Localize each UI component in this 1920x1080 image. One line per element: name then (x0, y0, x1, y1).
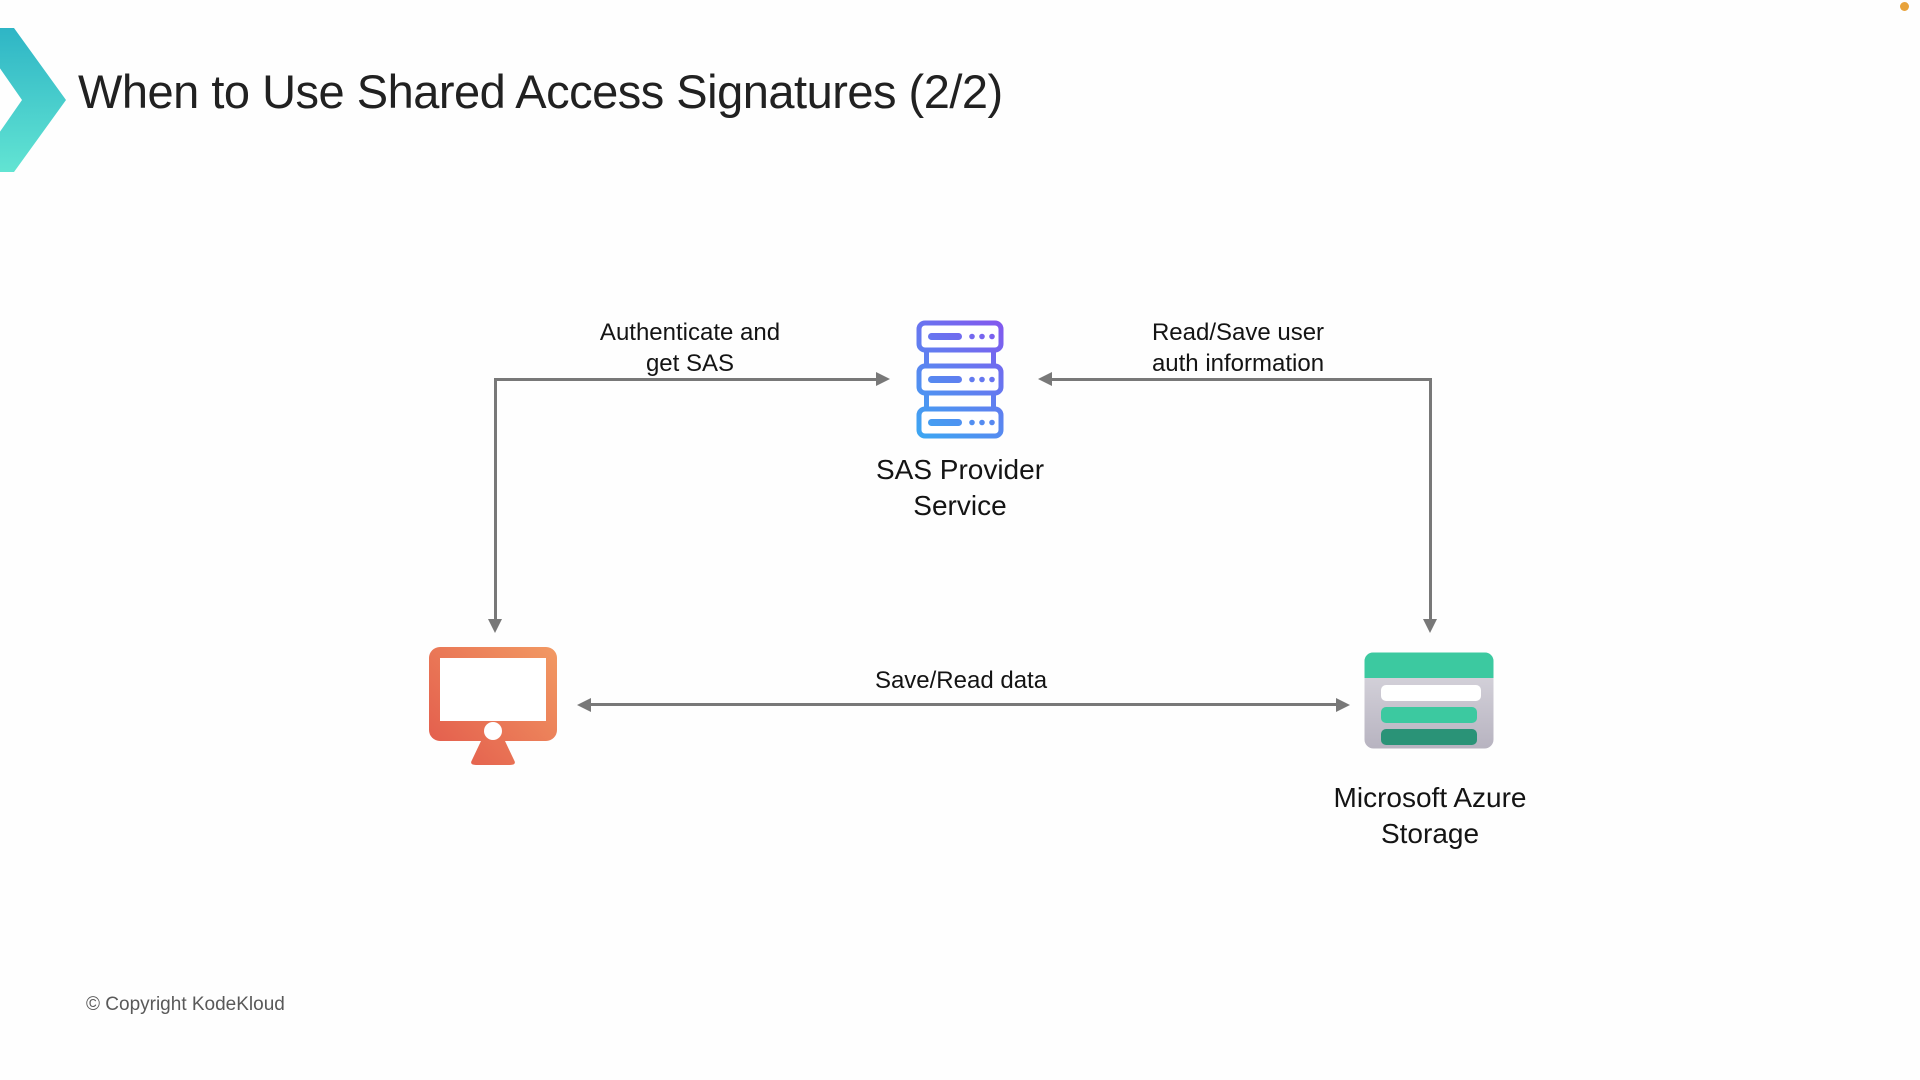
sas-provider-label-line2: Service (913, 490, 1007, 522)
auth-edge-horizontal-line (495, 378, 878, 381)
read-save-edge-label-line1: Read/Save user (1151, 319, 1325, 346)
save-read-edge-arrowhead-left-icon (577, 698, 591, 712)
save-read-edge-arrowhead-right-icon (1336, 698, 1350, 712)
sas-provider-label-line1: SAS Provider (875, 454, 1045, 485)
read-save-edge-arrowhead-left-icon (1038, 372, 1052, 386)
read-save-edge-label-line2: auth information (1151, 349, 1325, 377)
azure-storage-label-line1: Microsoft Azure (1333, 782, 1527, 813)
read-save-edge-arrowhead-down-icon (1423, 619, 1437, 633)
auth-edge-label-line1: Authenticate and (599, 319, 781, 346)
read-save-edge-horizontal-line (1050, 378, 1432, 381)
read-save-edge-vertical-line (1429, 378, 1432, 621)
save-read-edge-label: Save/Read data (875, 666, 1047, 697)
read-save-edge-label: Read/Save user auth information (1152, 318, 1324, 379)
desktop-monitor-icon (429, 647, 557, 765)
kodekloud-chevron-logo-icon (0, 28, 66, 172)
sas-provider-label: SAS Provider Service (876, 452, 1044, 525)
auth-edge-label-line2: get SAS (645, 349, 735, 377)
auth-edge-vertical-line (494, 378, 497, 621)
auth-edge-arrowhead-down-icon (488, 619, 502, 633)
server-stack-icon (916, 320, 1004, 439)
auth-edge-label: Authenticate and get SAS (600, 318, 780, 379)
azure-storage-label-line2: Storage (1380, 818, 1480, 850)
save-read-edge-label-line1: Save/Read data (874, 667, 1048, 694)
corner-dot (1900, 2, 1909, 11)
copyright-text: © Copyright KodeKloud (86, 994, 285, 1015)
page-title: When to Use Shared Access Signatures (2/… (78, 65, 1003, 118)
save-read-edge-line (589, 703, 1338, 706)
azure-storage-label: Microsoft Azure Storage (1334, 780, 1527, 853)
azure-storage-icon (1364, 652, 1494, 749)
auth-edge-arrowhead-right-icon (876, 372, 890, 386)
